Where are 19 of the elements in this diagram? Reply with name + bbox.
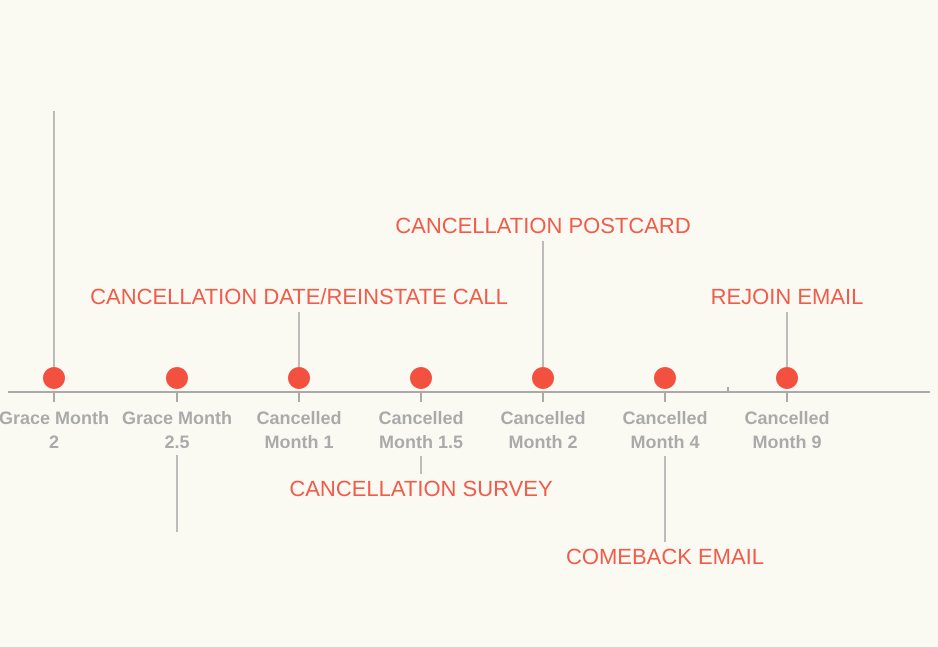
leader-line [176, 455, 178, 532]
event-label: CANCELLATION POSTCARD [395, 213, 691, 239]
date-label: Cancelled Month 1 [244, 406, 354, 454]
leader-line [664, 456, 666, 542]
leader-line [542, 241, 544, 367]
date-label: Cancelled Month 9 [732, 406, 842, 454]
event-label: CANCELLATION SURVEY [289, 476, 553, 502]
leader-line [786, 312, 788, 367]
leader-line [53, 111, 55, 367]
date-label: Cancelled Month 1.5 [366, 406, 476, 454]
date-label: Grace Month 2.5 [122, 406, 232, 454]
event-label: REJOIN EMAIL [710, 284, 864, 310]
event-label: CANCELLATION DATE/REINSTATE CALL [90, 284, 508, 310]
date-label: Grace Month 2 [0, 406, 109, 454]
date-label: Cancelled Month 4 [610, 406, 720, 454]
date-label: Cancelled Month 2 [488, 406, 598, 454]
leader-line [420, 456, 422, 474]
leader-line [298, 312, 300, 367]
event-label: COMEBACK EMAIL [566, 544, 764, 570]
